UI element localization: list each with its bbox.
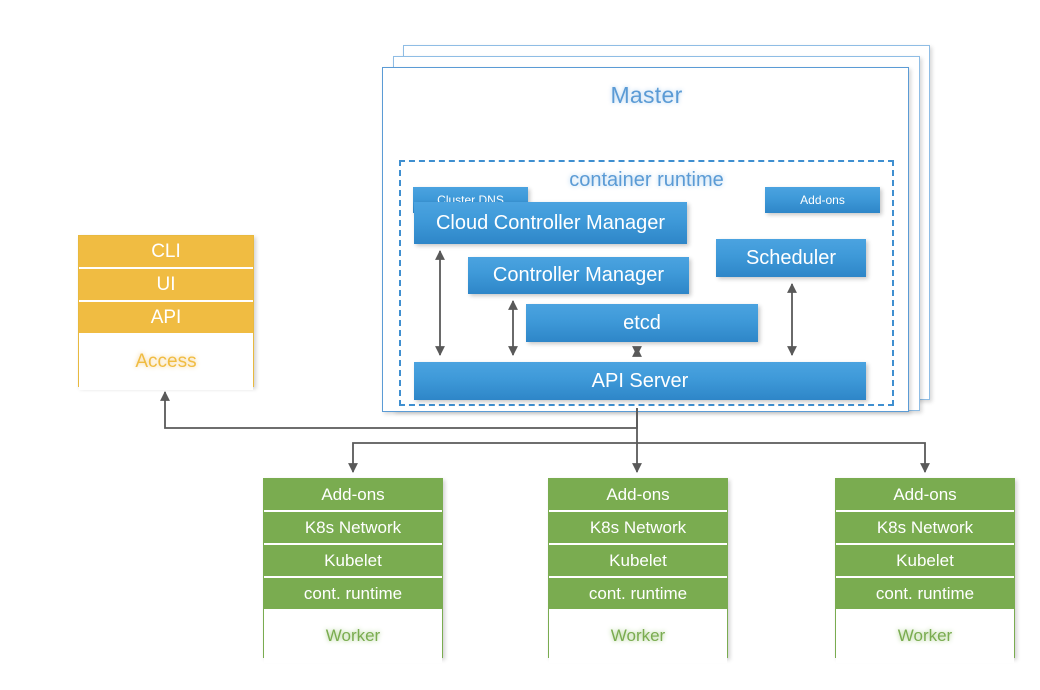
access-layer-ui[interactable]: UI <box>79 269 253 302</box>
arrow-apiserver-to-worker-1 <box>348 442 637 473</box>
access-footer-label: Access <box>79 333 253 390</box>
worker-layer-cont-runtime[interactable]: cont. runtime <box>549 578 727 609</box>
worker-layer-cont-runtime[interactable]: cont. runtime <box>836 578 1014 609</box>
container-runtime-title: container runtime <box>569 169 724 191</box>
worker-footer-label: Worker <box>549 609 727 663</box>
component-scheduler[interactable]: Scheduler <box>716 239 866 277</box>
worker-layer-k8s-network[interactable]: K8s Network <box>836 512 1014 545</box>
worker-layer-kubelet[interactable]: Kubelet <box>549 545 727 578</box>
worker-layer-cont-runtime[interactable]: cont. runtime <box>264 578 442 609</box>
worker-layer-k8s-network[interactable]: K8s Network <box>264 512 442 545</box>
arrow-apiserver-to-worker-3 <box>637 442 930 473</box>
access-layer-cli[interactable]: CLI <box>79 236 253 269</box>
worker-layer-add-ons[interactable]: Add-ons <box>836 479 1014 512</box>
worker-layer-kubelet[interactable]: Kubelet <box>836 545 1014 578</box>
master-panel[interactable]: Master Cluster DNS Add-ons container run… <box>382 67 909 412</box>
container-runtime-region <box>399 160 894 406</box>
worker-layer-add-ons[interactable]: Add-ons <box>264 479 442 512</box>
component-cloud-controller-manager[interactable]: Cloud Controller Manager <box>414 202 687 244</box>
worker-node-1[interactable]: Add-ons K8s Network Kubelet cont. runtim… <box>263 478 443 663</box>
component-api-server[interactable]: API Server <box>414 362 866 400</box>
component-controller-manager[interactable]: Controller Manager <box>468 257 689 294</box>
master-title: Master <box>610 82 683 108</box>
worker-node-2[interactable]: Add-ons K8s Network Kubelet cont. runtim… <box>548 478 728 663</box>
worker-layer-add-ons[interactable]: Add-ons <box>549 479 727 512</box>
worker-footer-label: Worker <box>836 609 1014 663</box>
master-chip-add-ons[interactable]: Add-ons <box>765 187 880 213</box>
access-stack[interactable]: CLI UI API Access <box>78 235 254 390</box>
access-layer-api[interactable]: API <box>79 302 253 333</box>
worker-layer-k8s-network[interactable]: K8s Network <box>549 512 727 545</box>
worker-layer-kubelet[interactable]: Kubelet <box>264 545 442 578</box>
component-etcd[interactable]: etcd <box>526 304 758 342</box>
worker-footer-label: Worker <box>264 609 442 663</box>
worker-node-3[interactable]: Add-ons K8s Network Kubelet cont. runtim… <box>835 478 1015 663</box>
